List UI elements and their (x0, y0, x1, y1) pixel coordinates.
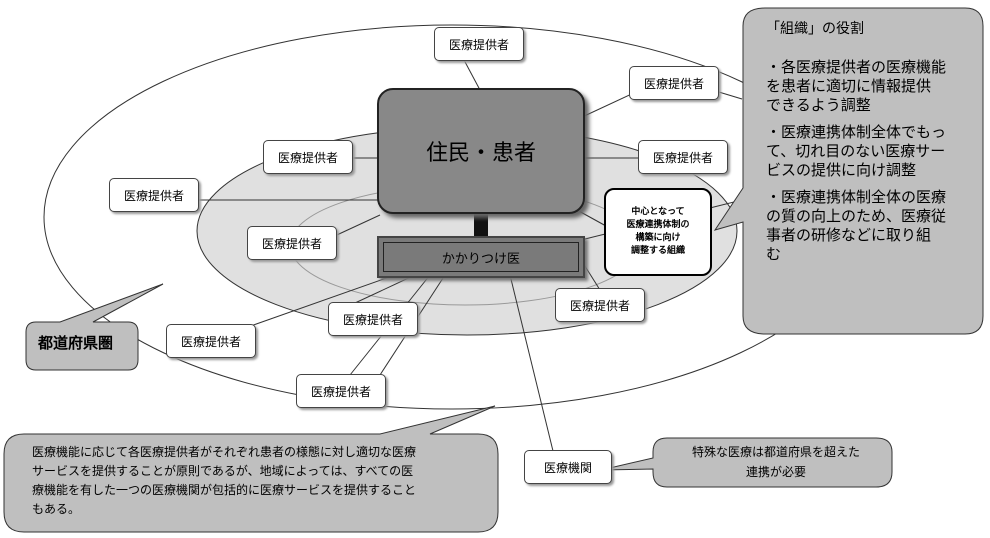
provider-box: 医療提供者 (434, 27, 524, 61)
bottom-note-line: 医療機能に応じて各医療提供者がそれぞれ患者の様態に対し適切な医療 (32, 445, 417, 459)
provider-label: 医療提供者 (342, 312, 403, 327)
provider-label: 医療提供者 (310, 384, 371, 399)
bottom-note-line: もある。 (32, 502, 81, 516)
medical-institution-box: 医療機関 (524, 450, 612, 484)
bottom-note-line: 療機能を有した一つの医療機関が包括的に医療サービスを提供すること (32, 483, 417, 497)
provider-label: 医療提供者 (652, 150, 713, 165)
provider-box: 医療提供者 (629, 66, 719, 100)
prefecture-bubble-shape (25, 283, 164, 371)
provider-box: 医療提供者 (166, 324, 256, 358)
coordinator-line: 医療連携体制の (626, 220, 690, 230)
role-item-line: ビスの提供に向け調整 (766, 161, 917, 179)
provider-box: 医療提供者 (328, 302, 418, 336)
role-title: 「組織」の役割 (766, 21, 864, 37)
prefecture-label: 都道府県圏 (38, 334, 114, 352)
note-bubble-shape (3, 405, 499, 533)
special-care-line: 特殊な医療は都道府県を超えた (691, 445, 860, 459)
role-item-line: て、切れ目のない医療サー (766, 142, 946, 160)
provider-label: 医療提供者 (569, 298, 630, 313)
family-doctor-box: かかりつけ医 (377, 236, 585, 278)
role-item-line: ・医療連携体制全体の医療 (766, 188, 947, 206)
role-item: ・医療連携体制全体の医療 の質の向上のため、医療従 事者の研修などに取り組 む (766, 188, 978, 264)
role-item-line: 事者の研修などに取り組 (766, 226, 932, 244)
role-description: 「組織」の役割 ・各医療提供者の医療機能 を患者に適切に情報提供 できるよう調整… (766, 18, 978, 264)
provider-label: 医療提供者 (180, 334, 241, 349)
role-item-line: を患者に適切に情報提供 (766, 77, 932, 95)
role-item-line: ・医療連携体制全体でもっ (766, 123, 947, 141)
residents-patients-box: 住民・患者 (377, 88, 585, 214)
family-doctor-label: かかりつけ医 (441, 251, 521, 267)
role-item: ・各医療提供者の医療機能 を患者に適切に情報提供 できるよう調整 (766, 58, 978, 115)
special-care-note: 特殊な医療は都道府県を超えた 連携が必要 (665, 442, 887, 482)
coordinator-line: 中心となって (631, 207, 685, 217)
role-item: ・医療連携体制全体でもっ て、切れ目のない医療サー ビスの提供に向け調整 (766, 123, 978, 180)
role-item-line: ・各医療提供者の医療機能 (766, 58, 947, 76)
provider-box: 医療提供者 (555, 288, 645, 322)
coordinator-line: 調整する組織 (630, 246, 685, 256)
medical-institution-label: 医療機関 (543, 460, 592, 475)
coordinator-line: 構築に向け (635, 233, 681, 243)
center-connector (474, 212, 488, 236)
special-care-line: 連携が必要 (745, 465, 806, 479)
provider-box: 医療提供者 (247, 226, 337, 260)
role-bubble-shape (713, 7, 984, 335)
role-item-line: の質の向上のため、医療従 (766, 207, 947, 225)
bottom-note-line: サービスを提供することが原則であるが、地域によっては、すべての医 (32, 464, 414, 478)
provider-box: 医療提供者 (109, 178, 199, 212)
provider-label: 医療提供者 (261, 236, 322, 251)
special-bubble-shape (600, 437, 893, 488)
provider-box: 医療提供者 (296, 374, 386, 408)
provider-box: 医療提供者 (263, 140, 353, 174)
family-doctor-inner: かかりつけ医 (383, 242, 579, 272)
provider-label: 医療提供者 (277, 150, 338, 165)
bottom-note: 医療機能に応じて各医療提供者がそれぞれ患者の様態に対し適切な医療 サービスを提供… (32, 443, 416, 519)
provider-label: 医療提供者 (643, 76, 704, 91)
residents-patients-label: 住民・患者 (425, 141, 536, 166)
coordinating-organization-box: 中心となって 医療連携体制の 構築に向け 調整する組織 (604, 188, 712, 276)
role-item-line: む (766, 245, 782, 263)
provider-label: 医療提供者 (123, 188, 184, 203)
role-item-line: できるよう調整 (766, 96, 871, 114)
provider-label: 医療提供者 (448, 37, 509, 52)
provider-box: 医療提供者 (638, 140, 728, 174)
